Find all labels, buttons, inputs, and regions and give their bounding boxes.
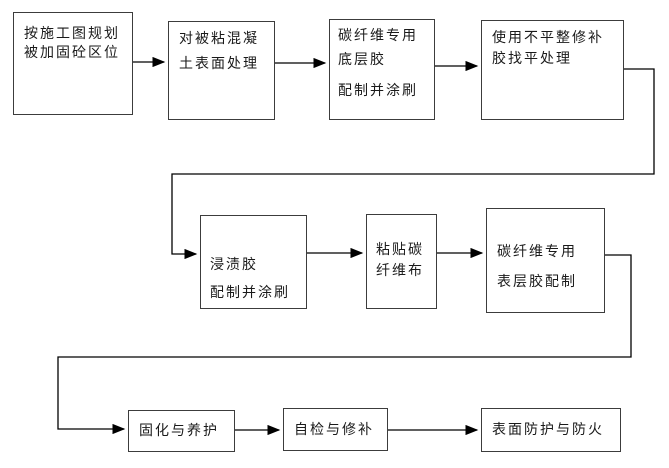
- step-text-line: 配制并涂刷: [210, 285, 290, 301]
- step-text-line: 自检与修补: [294, 421, 374, 438]
- flow-step-paste-fiber: 粘贴碳 纤维布: [366, 214, 437, 309]
- step-text-line: 底层胶: [338, 52, 386, 68]
- step-text-line: 被加固砼区位: [24, 45, 120, 61]
- step-text-line: 配制并涂刷: [338, 83, 418, 99]
- step-text-line: 粘贴碳: [376, 242, 424, 258]
- flow-step-self-inspect: 自检与修补: [283, 408, 388, 451]
- flow-step-fire-protect: 表面防护与防火: [481, 408, 621, 452]
- flow-step-plan-region: 按施工图规划 被加固砼区位: [13, 12, 133, 115]
- flow-step-leveling-repair: 使用不平整修补 胶找平处理: [481, 20, 624, 120]
- flow-step-surface-prep: 对被粘混凝 土表面处理: [168, 21, 275, 120]
- step-text-line: 表面防护与防火: [492, 422, 604, 438]
- step-text-line: 碳纤维专用: [497, 244, 577, 260]
- flow-step-topcoat: 碳纤维专用 表层胶配制: [486, 208, 605, 313]
- flow-step-primer-adhesive: 碳纤维专用 底层胶 配制并涂刷: [329, 19, 435, 120]
- step-text-line: 纤维布: [376, 263, 424, 279]
- step-text-line: 碳纤维专用: [338, 28, 418, 44]
- step-text-line: 使用不平整修补: [492, 30, 604, 46]
- flow-step-impregnating-adhesive: 浸渍胶 配制并涂刷: [200, 215, 307, 309]
- step-text-line: 按施工图规划: [24, 26, 120, 42]
- arrow-topcoat-to-curing: [57, 254, 632, 435]
- step-text-line: 胶找平处理: [492, 51, 572, 67]
- step-text-line: 固化与养护: [139, 423, 219, 439]
- arrow-leveling-to-impregnating: [171, 68, 655, 260]
- step-text-line: 表层胶配制: [497, 274, 577, 290]
- step-text-line: 对被粘混凝: [179, 31, 259, 47]
- step-text-line: 浸渍胶: [210, 257, 258, 273]
- flow-step-curing: 固化与养护: [128, 410, 235, 452]
- step-text-line: 土表面处理: [179, 56, 259, 72]
